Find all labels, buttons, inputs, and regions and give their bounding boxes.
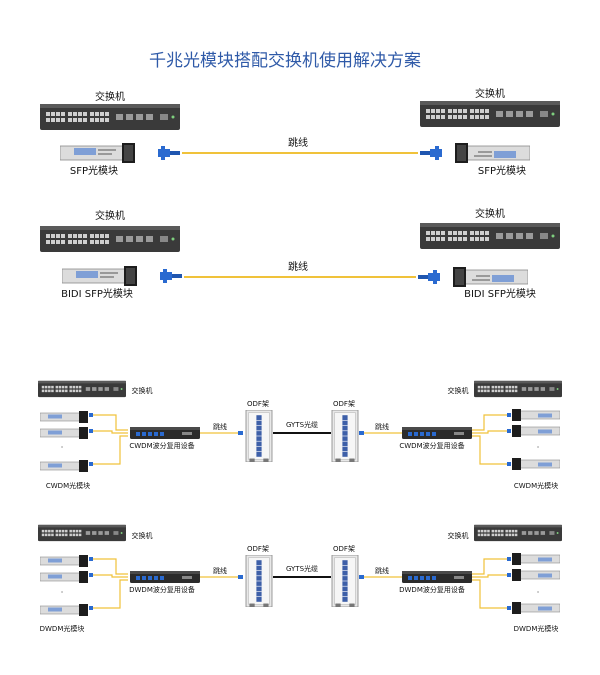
bidi-module-label: BIDI SFP光模块 <box>61 287 133 300</box>
odf-rack-icon <box>245 555 273 607</box>
dwdm-mux-label: DWDM波分复用设备 <box>399 585 465 594</box>
switch-icon <box>420 101 560 127</box>
dwdm-mux-label: DWDM波分复用设备 <box>129 585 195 594</box>
lc-connector-icon <box>89 413 93 466</box>
switch-icon <box>420 223 560 249</box>
lc-connector-icon <box>507 557 511 610</box>
wdm-mux-icon <box>402 427 472 439</box>
sfp-module-icon <box>40 411 88 423</box>
section-bidi: 交换机 交换机 跳线 BIDI SFP光模块 BIDI SFP光模块 <box>40 207 560 300</box>
dwdm-module-label: DWDM光模块 <box>514 624 559 633</box>
switch-icon <box>474 524 562 542</box>
switch-icon <box>38 380 126 398</box>
switch-label: 交换机 <box>95 209 125 222</box>
patch-cord-label: 跳线 <box>288 260 308 273</box>
sfp-module-icon <box>40 571 88 583</box>
lc-connector-icon <box>507 413 511 466</box>
sfp-module-icon <box>60 143 135 163</box>
patch-cord-label: 跳线 <box>213 566 227 575</box>
odf-label: ODF架 <box>333 545 355 553</box>
lc-connector-icon <box>238 431 243 435</box>
switch-label: 交换机 <box>448 531 469 540</box>
sfp-module-icon <box>453 267 528 287</box>
section-dwdm: 交换机 · DWDM波分复用设备 跳线 ODF架 GYTS光缆 ODF架 跳线 … <box>38 524 562 633</box>
lc-connector-icon <box>420 146 442 160</box>
switch-icon <box>40 226 180 252</box>
ellipsis-dots: · <box>537 588 540 597</box>
wdm-mux-icon <box>130 427 200 439</box>
sfp-module-label: SFP光模块 <box>478 164 526 177</box>
patch-cord-label: 跳线 <box>288 136 308 149</box>
odf-rack-icon <box>245 410 273 462</box>
sfp-module-icon <box>512 569 560 581</box>
patch-cord-label: 跳线 <box>375 422 389 431</box>
ellipsis-dots: · <box>537 443 540 452</box>
sfp-module-icon <box>62 266 137 286</box>
wdm-mux-icon <box>130 571 200 583</box>
odf-rack-icon <box>331 410 359 462</box>
switch-label: 交换机 <box>132 531 153 540</box>
cwdm-module-label: CWDM光模块 <box>46 481 90 490</box>
ellipsis-dots: · <box>61 588 64 597</box>
section-cwdm: 交换机 · CWDM波分复用设备 跳线 ODF架 GYTS光缆 ODF架 <box>38 380 562 490</box>
section-sfp: 交换机 交换机 跳线 SFP光模块 SFP光模块 <box>40 87 560 177</box>
switch-icon <box>40 104 180 130</box>
sfp-module-label: SFP光模块 <box>70 164 118 177</box>
lc-connector-icon <box>158 146 180 160</box>
lc-connector-icon <box>418 270 440 284</box>
odf-rack-icon <box>331 555 359 607</box>
wdm-mux-icon <box>402 571 472 583</box>
dwdm-module-label: DWDM光模块 <box>40 624 85 633</box>
page-title: 千兆光模块搭配交换机使用解决方案 <box>149 50 421 71</box>
switch-label: 交换机 <box>132 386 153 395</box>
patch-cord-label: 跳线 <box>375 566 389 575</box>
lc-connector-icon <box>160 269 182 283</box>
gyts-label: GYTS光缆 <box>286 420 318 429</box>
sfp-module-icon <box>512 602 560 614</box>
lc-connector-icon <box>238 575 243 579</box>
sfp-module-icon <box>40 460 88 472</box>
sfp-module-icon <box>512 553 560 565</box>
switch-label: 交换机 <box>475 87 505 100</box>
patch-cord-label: 跳线 <box>213 422 227 431</box>
cwdm-module-label: CWDM光模块 <box>514 481 558 490</box>
sfp-module-icon <box>512 409 560 421</box>
sfp-module-icon <box>512 458 560 470</box>
cwdm-mux-label: CWDM波分复用设备 <box>129 441 194 450</box>
sfp-module-icon <box>455 143 530 163</box>
switch-icon <box>474 380 562 398</box>
odf-label: ODF架 <box>333 400 355 408</box>
switch-label: 交换机 <box>448 386 469 395</box>
odf-label: ODF架 <box>247 545 269 553</box>
switch-label: 交换机 <box>95 90 125 103</box>
lc-connector-icon <box>359 575 364 579</box>
cwdm-mux-label: CWDM波分复用设备 <box>399 441 464 450</box>
sfp-module-icon <box>40 427 88 439</box>
odf-label: ODF架 <box>247 400 269 408</box>
sfp-module-icon <box>512 425 560 437</box>
lc-connector-icon <box>89 557 93 610</box>
bidi-module-label: BIDI SFP光模块 <box>464 287 536 300</box>
sfp-module-icon <box>40 604 88 616</box>
sfp-module-icon <box>40 555 88 567</box>
ellipsis-dots: · <box>61 443 64 452</box>
switch-label: 交换机 <box>475 207 505 220</box>
gyts-label: GYTS光缆 <box>286 564 318 573</box>
lc-connector-icon <box>359 431 364 435</box>
switch-icon <box>38 524 126 542</box>
